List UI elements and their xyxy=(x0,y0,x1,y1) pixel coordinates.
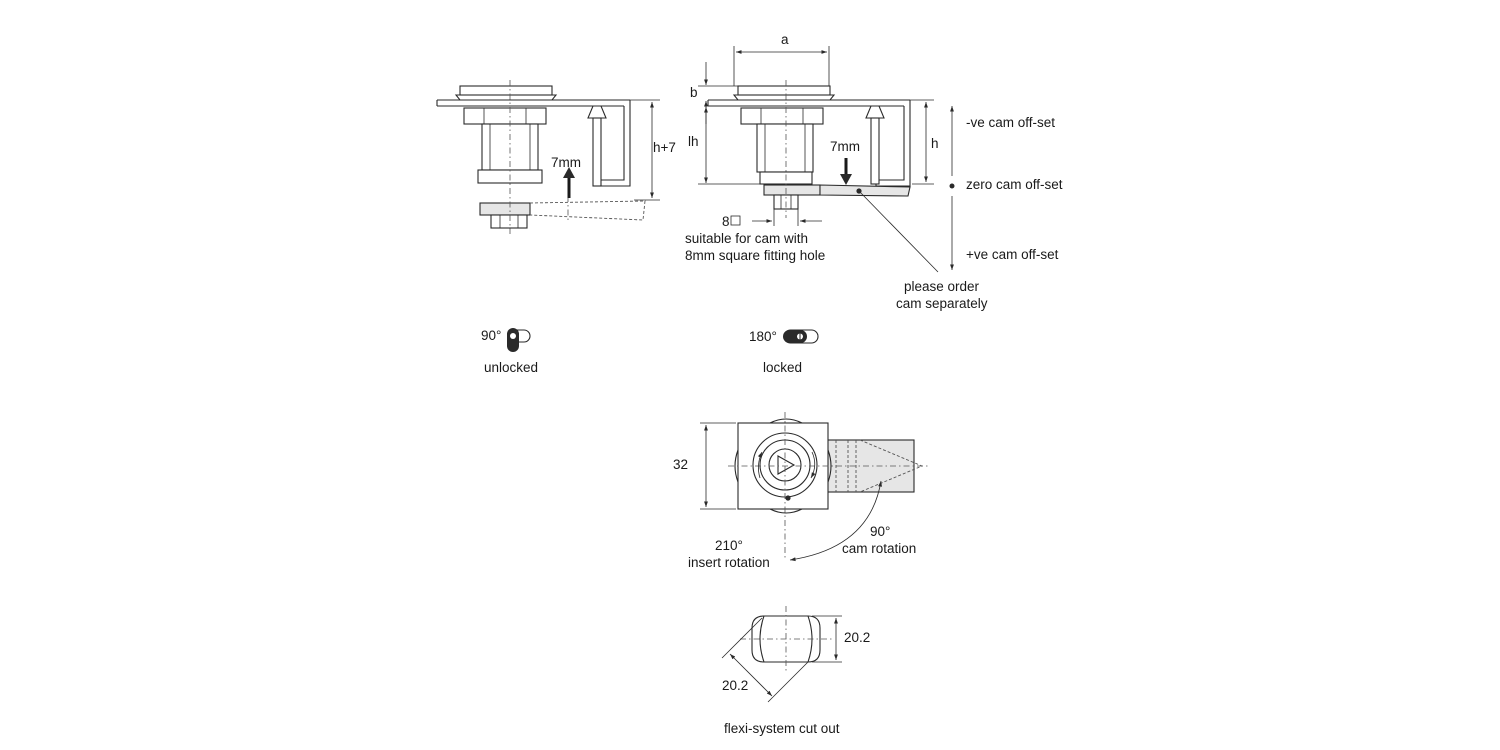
dim-32: 32 xyxy=(673,457,688,472)
unlocked-position-symbol: 90° unlocked xyxy=(481,328,538,375)
cam-rotation: cam rotation xyxy=(842,541,916,556)
insert-rotation: insert rotation xyxy=(688,555,770,570)
dim-h-plus-7: h+7 xyxy=(653,140,676,155)
pos-offset-label: +ve cam off-set xyxy=(966,247,1059,262)
dim-h: h xyxy=(931,136,939,151)
cam-note-line-1: suitable for cam with xyxy=(685,231,808,246)
neg-offset-label: -ve cam off-set xyxy=(966,115,1055,130)
cam-note-line-2: 8mm square fitting hole xyxy=(685,248,825,263)
side-view-locked: 7mm a b lh h -ve cam off-set zero cam of… xyxy=(685,32,1063,311)
order-note-line-2: cam separately xyxy=(896,296,988,311)
unlocked-angle: 90° xyxy=(481,328,501,343)
dim-a: a xyxy=(781,32,789,47)
cutout-vertical-dim: 20.2 xyxy=(844,630,870,645)
side-view-unlocked: 7mm h+7 xyxy=(436,80,676,234)
travel-label-up: 7mm xyxy=(551,155,581,170)
insert-angle: 210° xyxy=(715,538,743,553)
cam-angle: 90° xyxy=(870,524,890,539)
travel-label-down: 7mm xyxy=(830,139,860,154)
order-note-line-1: please order xyxy=(904,279,980,294)
cutout-title: flexi-system cut out xyxy=(724,721,840,736)
dim-b: b xyxy=(690,85,698,100)
zero-offset-label: zero cam off-set xyxy=(966,177,1063,192)
locked-angle: 180° xyxy=(749,329,777,344)
cutout-view: 20.2 20.2 flexi-system cut out xyxy=(721,606,870,736)
square-symbol-icon xyxy=(730,215,741,226)
locked-label: locked xyxy=(763,360,802,375)
locked-position-symbol: 180° locked xyxy=(749,329,819,375)
unlocked-label: unlocked xyxy=(484,360,538,375)
dim-lh: lh xyxy=(688,134,699,149)
cutout-diagonal-dim: 20.2 xyxy=(722,678,748,693)
front-view: 32 210° insert rotation 90° cam rotation xyxy=(673,412,930,570)
square-size-label: 8 xyxy=(722,214,730,229)
